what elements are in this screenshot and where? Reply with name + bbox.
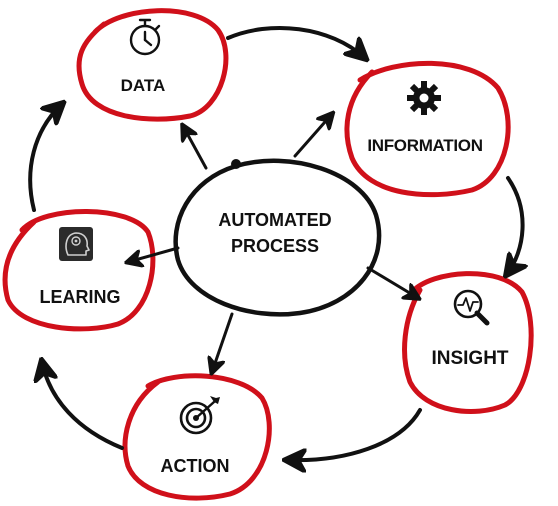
ring-action xyxy=(122,373,272,501)
arrow-learing-to-data xyxy=(28,104,62,212)
cycle-arrows xyxy=(28,25,523,460)
node-label-learing: LEARING xyxy=(39,287,121,307)
target-icon xyxy=(179,396,220,435)
node-label-action: ACTION xyxy=(160,456,230,476)
node-label-data: DATA xyxy=(120,76,166,95)
spoke-to-insight xyxy=(366,266,418,298)
ring-learing xyxy=(2,209,156,332)
center-label: AUTOMATED PROCESS xyxy=(185,207,365,259)
ring-data xyxy=(76,8,229,122)
arrow-data-to-information xyxy=(226,25,365,58)
ring-information xyxy=(344,60,511,198)
brain-head-icon xyxy=(59,227,93,261)
spoke-to-learing xyxy=(128,246,180,262)
arrow-action-to-learing xyxy=(42,362,124,450)
arrow-insight-to-action xyxy=(287,408,422,460)
magnifier-pulse-icon xyxy=(453,289,490,326)
spoke-arrows xyxy=(128,114,418,372)
center-label-line2: PROCESS xyxy=(230,236,320,256)
center-circle xyxy=(173,158,382,317)
arrow-information-to-insight xyxy=(507,176,523,274)
spoke-to-action xyxy=(212,312,234,372)
ring-insight xyxy=(402,271,534,414)
spoke-to-data xyxy=(183,126,208,170)
center-circle-knot xyxy=(231,159,241,169)
ring-group xyxy=(2,8,534,501)
center-label-line1: AUTOMATED xyxy=(218,210,332,230)
spoke-to-information xyxy=(293,114,332,158)
gear-icon xyxy=(407,81,441,115)
node-label-insight: INSIGHT xyxy=(431,348,509,369)
node-label-information: INFORMATION xyxy=(367,136,483,155)
stopwatch-icon xyxy=(129,18,161,56)
